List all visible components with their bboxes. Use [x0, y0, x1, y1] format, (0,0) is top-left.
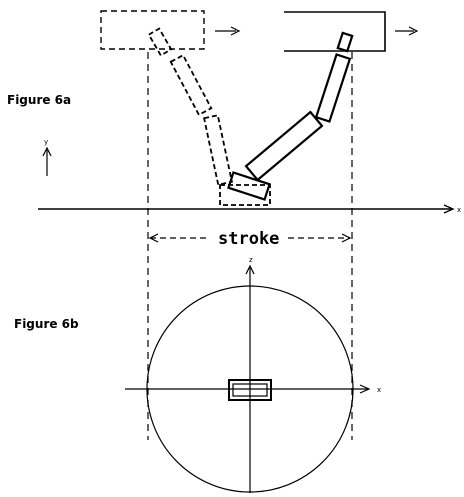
figure-6b: Figure 6b z x	[14, 256, 381, 493]
right-arrow-icon	[215, 26, 241, 36]
arm-top-view	[228, 379, 272, 401]
y-axis-label: y	[44, 138, 48, 146]
stroke-dimension: stroke	[148, 229, 352, 249]
figure-6a: Figure 6a y x	[7, 10, 461, 440]
right-arrow-icon	[395, 26, 419, 36]
figure-6a-label: Figure 6a	[7, 93, 71, 107]
z-axis: z	[245, 256, 255, 493]
x-axis-label-a: x	[457, 206, 461, 214]
figure-6b-label: Figure 6b	[14, 317, 79, 331]
solid-arm	[227, 31, 354, 201]
z-axis-label: z	[249, 256, 253, 264]
left-start-box	[100, 10, 205, 50]
right-end-box	[284, 11, 386, 52]
y-axis: y	[42, 138, 52, 176]
x-axis-a: x	[38, 204, 461, 214]
x-axis-b: x	[125, 384, 381, 394]
x-axis-label-b: x	[377, 386, 381, 394]
stroke-label: stroke	[218, 229, 279, 249]
